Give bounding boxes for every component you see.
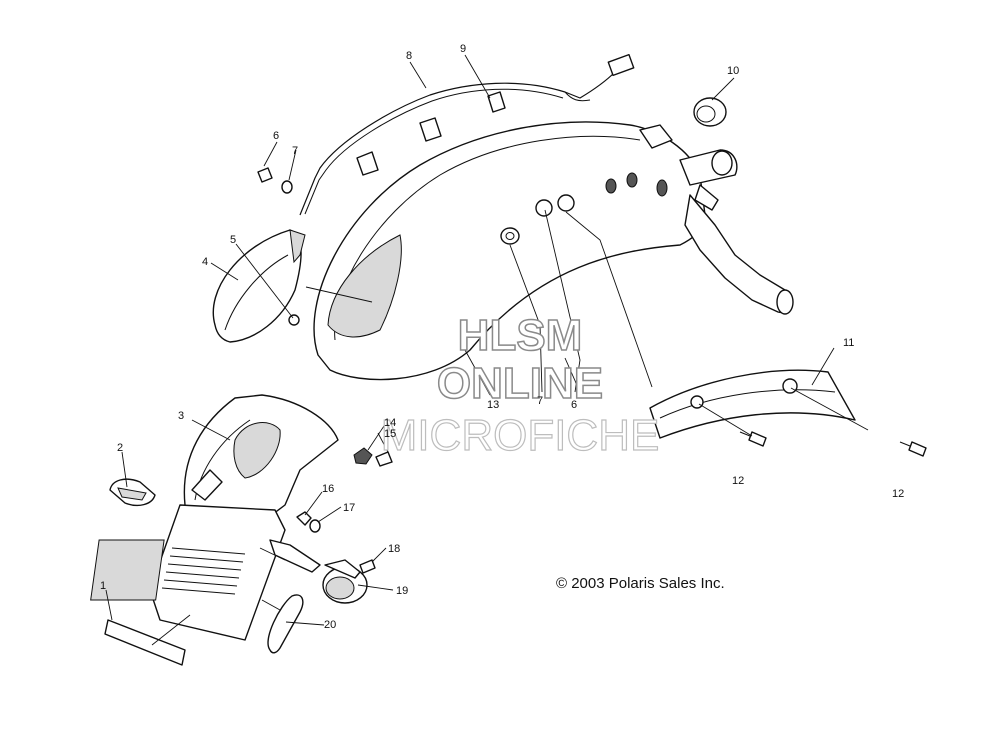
watermark-line2: ONLINE <box>437 359 603 408</box>
fender-rail <box>649 369 856 439</box>
callout-12b: 12 <box>892 488 904 500</box>
callout-12: 12 <box>732 475 744 487</box>
callout-1: 1 <box>100 580 106 592</box>
wiring-harness <box>299 53 635 216</box>
callout-4: 4 <box>202 256 208 268</box>
callout-7b: 7 <box>537 395 543 407</box>
callout-18: 18 <box>388 543 400 555</box>
watermark-line1: HLSM <box>458 311 583 360</box>
nut <box>296 511 312 526</box>
callout-6: 6 <box>273 130 279 142</box>
rear-fender <box>313 121 706 381</box>
lens-strip <box>267 594 304 654</box>
frame-rails <box>639 124 794 315</box>
callout-19: 19 <box>396 585 408 597</box>
callout-15: 15 <box>384 428 396 440</box>
side-cover <box>212 229 306 343</box>
callout-7: 7 <box>292 145 298 157</box>
reflector-strip <box>104 619 186 666</box>
screw <box>739 431 767 447</box>
grommet <box>693 97 727 127</box>
callout-16: 16 <box>322 483 334 495</box>
washer <box>281 180 293 194</box>
callout-5: 5 <box>230 234 236 246</box>
callout-9: 9 <box>460 43 466 55</box>
callout-10: 10 <box>727 65 739 77</box>
washer <box>309 519 321 533</box>
callout-13: 13 <box>487 399 499 411</box>
callout-20: 20 <box>324 619 336 631</box>
callout-2: 2 <box>117 442 123 454</box>
callout-14: 14 <box>384 417 396 429</box>
callout-3: 3 <box>178 410 184 422</box>
side-marker-light <box>109 478 156 507</box>
harness-clip <box>356 91 506 176</box>
watermark: HLSM ONLINE MICROFICHE <box>380 310 660 460</box>
callout-11: 11 <box>843 337 854 349</box>
watermark-line3: MICROFICHE <box>381 411 660 460</box>
tail-light <box>269 539 368 604</box>
copyright-notice: © 2003 Polaris Sales Inc. <box>556 575 725 592</box>
callout-6b: 6 <box>571 399 577 411</box>
bolt <box>257 167 273 183</box>
screw <box>359 559 376 574</box>
license-plate-panel <box>90 504 286 641</box>
license-bracket <box>183 394 339 526</box>
callout-8: 8 <box>406 50 412 62</box>
callout-17: 17 <box>343 502 355 514</box>
screw <box>899 441 927 457</box>
nut <box>353 447 373 465</box>
bolt <box>375 451 393 467</box>
leader-lines <box>105 54 869 646</box>
callout-labels: 1 2 3 4 5 6 7 8 9 10 11 12 12 13 14 15 1… <box>100 43 904 631</box>
